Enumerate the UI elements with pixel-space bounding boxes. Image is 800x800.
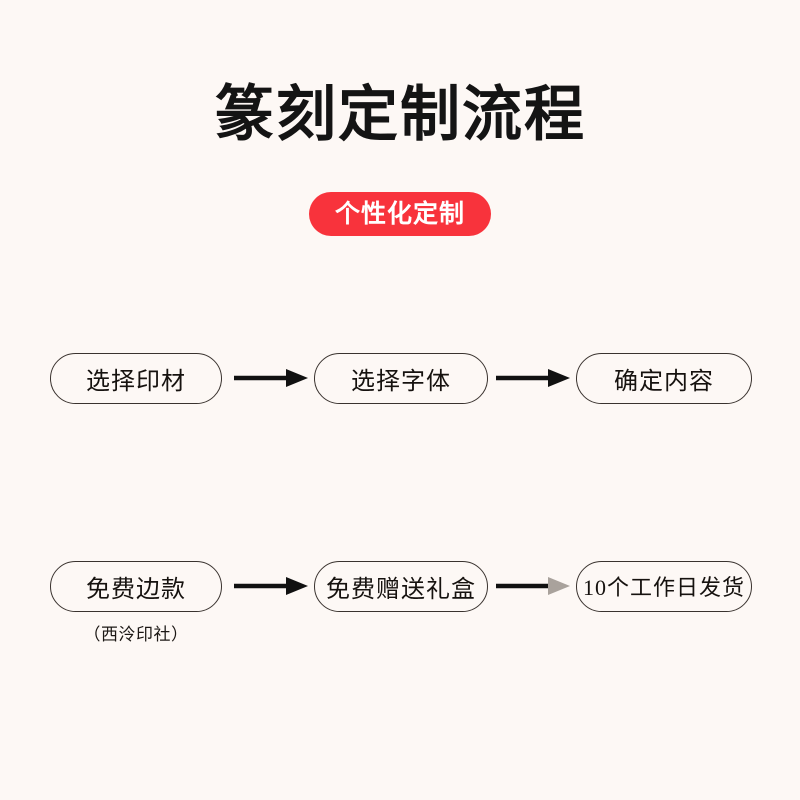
page-title: 篆刻定制流程 [214, 82, 586, 148]
flow-node-select-font[interactable]: 选择字体 [314, 352, 488, 404]
flow-node-free-side-inscription[interactable]: 免费边款 [50, 560, 222, 612]
header: 篆刻定制流程 [0, 82, 800, 148]
flow-node-label: 免费边款 [86, 576, 186, 603]
flow-node-label: 确定内容 [614, 368, 714, 395]
arrow-right-icon [234, 369, 308, 387]
flow-node-shipping-time[interactable]: 10个工作日发货 [576, 560, 752, 612]
flow-node-confirm-content[interactable]: 确定内容 [576, 352, 752, 404]
flow-row-2: 免费边款 免费赠送礼盒 10个工作日发货 [0, 560, 800, 612]
flow-node-label: 选择字体 [351, 368, 451, 395]
flow-node-free-gift-box[interactable]: 免费赠送礼盒 [314, 560, 488, 612]
flow-node-label: 选择印材 [86, 368, 186, 395]
badge-row: 个性化定制 [0, 192, 800, 236]
flow-node-label: 免费赠送礼盒 [326, 576, 476, 603]
arrow-right-muted-icon [496, 577, 570, 595]
status-badge: 个性化定制 [308, 192, 491, 236]
arrow-right-icon [496, 369, 570, 387]
flow-node-select-material[interactable]: 选择印材 [50, 352, 222, 404]
flow-node-caption: （西泠印社） [83, 625, 189, 644]
arrow-right-icon [234, 577, 308, 595]
flow-row-1: 选择印材 选择字体 确定内容 [0, 352, 800, 404]
flow-node-label: 10个工作日发货 [582, 575, 745, 600]
